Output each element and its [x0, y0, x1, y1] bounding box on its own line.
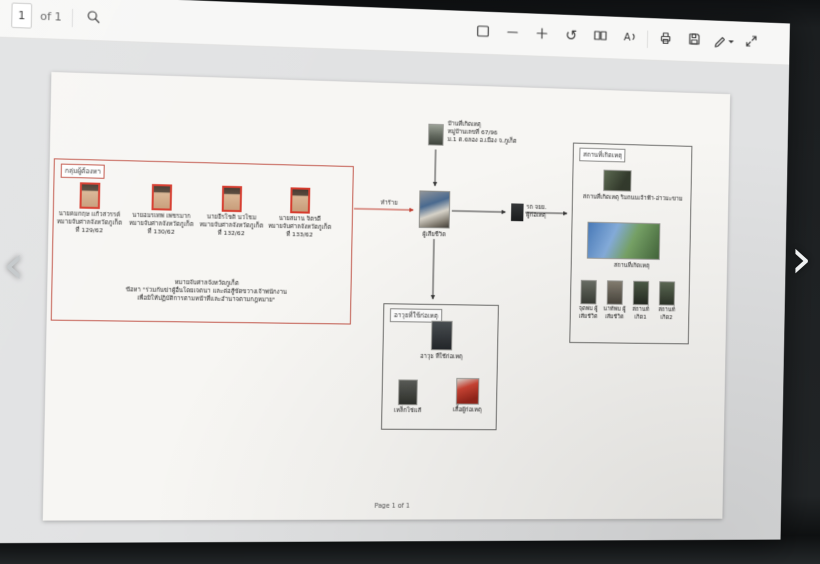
save-button[interactable] — [683, 29, 706, 53]
page-number-input[interactable]: 1 — [11, 2, 33, 29]
rotate-button[interactable]: ↺ — [560, 24, 583, 48]
warrant-note: หมายจับศาลจังหวัดภูเก็ต ข้อหา "ร่วมกันฆ่… — [103, 278, 308, 306]
scene-thumb-caption: สถานที่เกิด1 — [632, 306, 650, 321]
suspect-photo — [151, 184, 173, 211]
suspect-card: นายคมกฤษ แก้วสวรรค์ หมายจับศาลจังหวัดภูเ… — [53, 182, 125, 236]
suspect-case-no: ที่ 130/62 — [147, 227, 175, 236]
fit-to-page-icon — [475, 23, 491, 42]
draw-button[interactable] — [712, 30, 734, 54]
suspects-group-box: กลุ่มผู้ต้องหา นายคมกฤษ แก้วสวรรค์ หมายจ… — [50, 158, 354, 325]
monitor-screen: 1 of 1 — [0, 0, 790, 543]
toolbar-divider — [646, 30, 649, 48]
print-icon — [658, 30, 673, 49]
shirt-evidence-caption: เสื้อผู้ก่อเหตุ — [452, 406, 482, 414]
house-caption-line: ม.1 ต.ฉลอง อ.เมือง จ.ภูเก็ต — [447, 135, 517, 145]
toolbar-right-group: ↺ A — [471, 20, 762, 54]
zoom-out-button[interactable] — [501, 22, 524, 46]
rotate-icon: ↺ — [565, 27, 578, 45]
page-count-label: of 1 — [40, 9, 62, 24]
toolbar-left-group: 1 of 1 — [11, 2, 106, 31]
suspect-card: นายอมรเทพ เพชรมาก หมายจับศาลจังหวัดภูเก็… — [126, 183, 197, 236]
toolbar-divider — [71, 8, 74, 27]
victim-label: ผู้เสียชีวิต — [422, 230, 446, 239]
weapon-photo — [430, 320, 453, 351]
suspect-photo — [290, 187, 311, 214]
zoom-in-icon — [534, 25, 549, 44]
suspects-group-title: กลุ่มผู้ต้องหา — [60, 163, 106, 179]
pdf-toolbar: 1 of 1 — [0, 0, 790, 66]
motorcycle-label-line: ผู้ก่อเหตุ — [526, 211, 546, 219]
suspect-card: นายธีรโชติ นวโชม หมายจับศาลจังหวัดภูเก็ต… — [196, 185, 267, 238]
victim-photo — [418, 190, 451, 229]
fullscreen-icon — [744, 33, 759, 52]
scene-map-image — [586, 221, 661, 260]
scene-thumb-photo — [606, 280, 624, 305]
pdf-page: กลุ่มผู้ต้องหา นายคมกฤษ แก้วสวรรค์ หมายจ… — [43, 72, 730, 521]
suspect-case-no: ที่ 133/62 — [286, 230, 313, 239]
scene-photo — [603, 169, 632, 192]
house-photo — [428, 123, 444, 146]
fit-to-page-button[interactable] — [471, 20, 494, 44]
motorcycle-label: รถ จยย. ผู้ก่อเหตุ — [526, 204, 570, 220]
suspect-warrant: หมายจับศาลจังหวัดภูเก็ต — [56, 218, 123, 227]
suspect-case-no: ที่ 129/62 — [75, 226, 104, 234]
scene-thumb-photo — [580, 279, 597, 305]
gallery-prev-button[interactable]: ‹ — [3, 233, 25, 296]
scene-thumb-caption: จุดพบ ผู้เสียชีวิต — [578, 306, 598, 320]
weapon-caption: อาวุธ ที่ใช้ก่อเหตุ — [420, 353, 463, 361]
scene-thumb-photo — [658, 281, 676, 306]
shirt-evidence-photo — [455, 377, 480, 405]
scene-thumb-photo — [632, 280, 650, 306]
suspect-warrant: หมายจับศาลจังหวัดภูเก็ต — [128, 219, 194, 228]
read-aloud-button[interactable]: A — [618, 26, 641, 50]
suspect-warrant: หมายจับศาลจังหวัดภูเก็ต — [267, 222, 332, 231]
suspect-card: นายสมาน จิตรดี หมายจับศาลจังหวัดภูเก็ต ท… — [265, 187, 335, 240]
print-button[interactable] — [654, 27, 677, 51]
search-button[interactable] — [81, 6, 106, 31]
gallery-next-button[interactable]: › — [790, 227, 812, 290]
search-icon — [85, 8, 102, 28]
suspect-case-no: ที่ 132/62 — [217, 229, 245, 237]
save-icon — [687, 31, 702, 50]
scene-photo-caption: สถานที่เกิดเหตุ ริมถนนเจ้าฟ้า-อ่าวมะขาม — [582, 193, 683, 203]
svg-text:A: A — [624, 32, 632, 44]
chain-weapon-photo — [397, 379, 418, 406]
scene-box: สถานที่เกิดเหตุ สถานที่เกิดเหตุ ริมถนนเจ… — [569, 142, 693, 345]
zoom-out-icon — [505, 24, 521, 43]
scene-thumb-caption: นาทีพบ ผู้เสียชีวิต — [603, 306, 626, 320]
suspect-photo — [79, 182, 101, 210]
house-caption: บ้านที่เกิดเหตุ หมู่บ้านเลขที่ 67/96 ม.1… — [447, 120, 539, 146]
page-footer: Page 1 of 1 — [374, 501, 410, 510]
weapons-box: อาวุธที่ใช้ก่อเหตุ อาวุธ ที่ใช้ก่อเหตุ เ… — [381, 303, 499, 431]
chevron-down-icon — [727, 40, 734, 44]
page-view-button[interactable] — [589, 25, 612, 49]
draw-pen-icon — [712, 32, 727, 51]
scene-thumb-caption: สถานที่เกิด2 — [658, 307, 676, 321]
fullscreen-button[interactable] — [740, 31, 762, 55]
chain-weapon-caption: เหล็กโซ่แส้ — [393, 407, 422, 415]
zoom-in-button[interactable] — [530, 23, 553, 47]
suspect-photo — [221, 185, 243, 213]
assault-arrow-label: ทำร้าย — [380, 199, 398, 207]
page-view-icon — [593, 28, 608, 47]
scene-map-caption: สถานที่เกิดเหตุ — [613, 262, 650, 270]
suspect-warrant: หมายจับศาลจังหวัดภูเก็ต — [199, 221, 264, 230]
document-area[interactable]: กลุ่มผู้ต้องหา นายคมกฤษ แก้วสวรรค์ หมายจ… — [0, 37, 789, 542]
read-aloud-icon: A — [622, 29, 637, 48]
scene-box-title: สถานที่เกิดเหตุ — [579, 147, 626, 163]
motorcycle-photo — [510, 203, 524, 222]
